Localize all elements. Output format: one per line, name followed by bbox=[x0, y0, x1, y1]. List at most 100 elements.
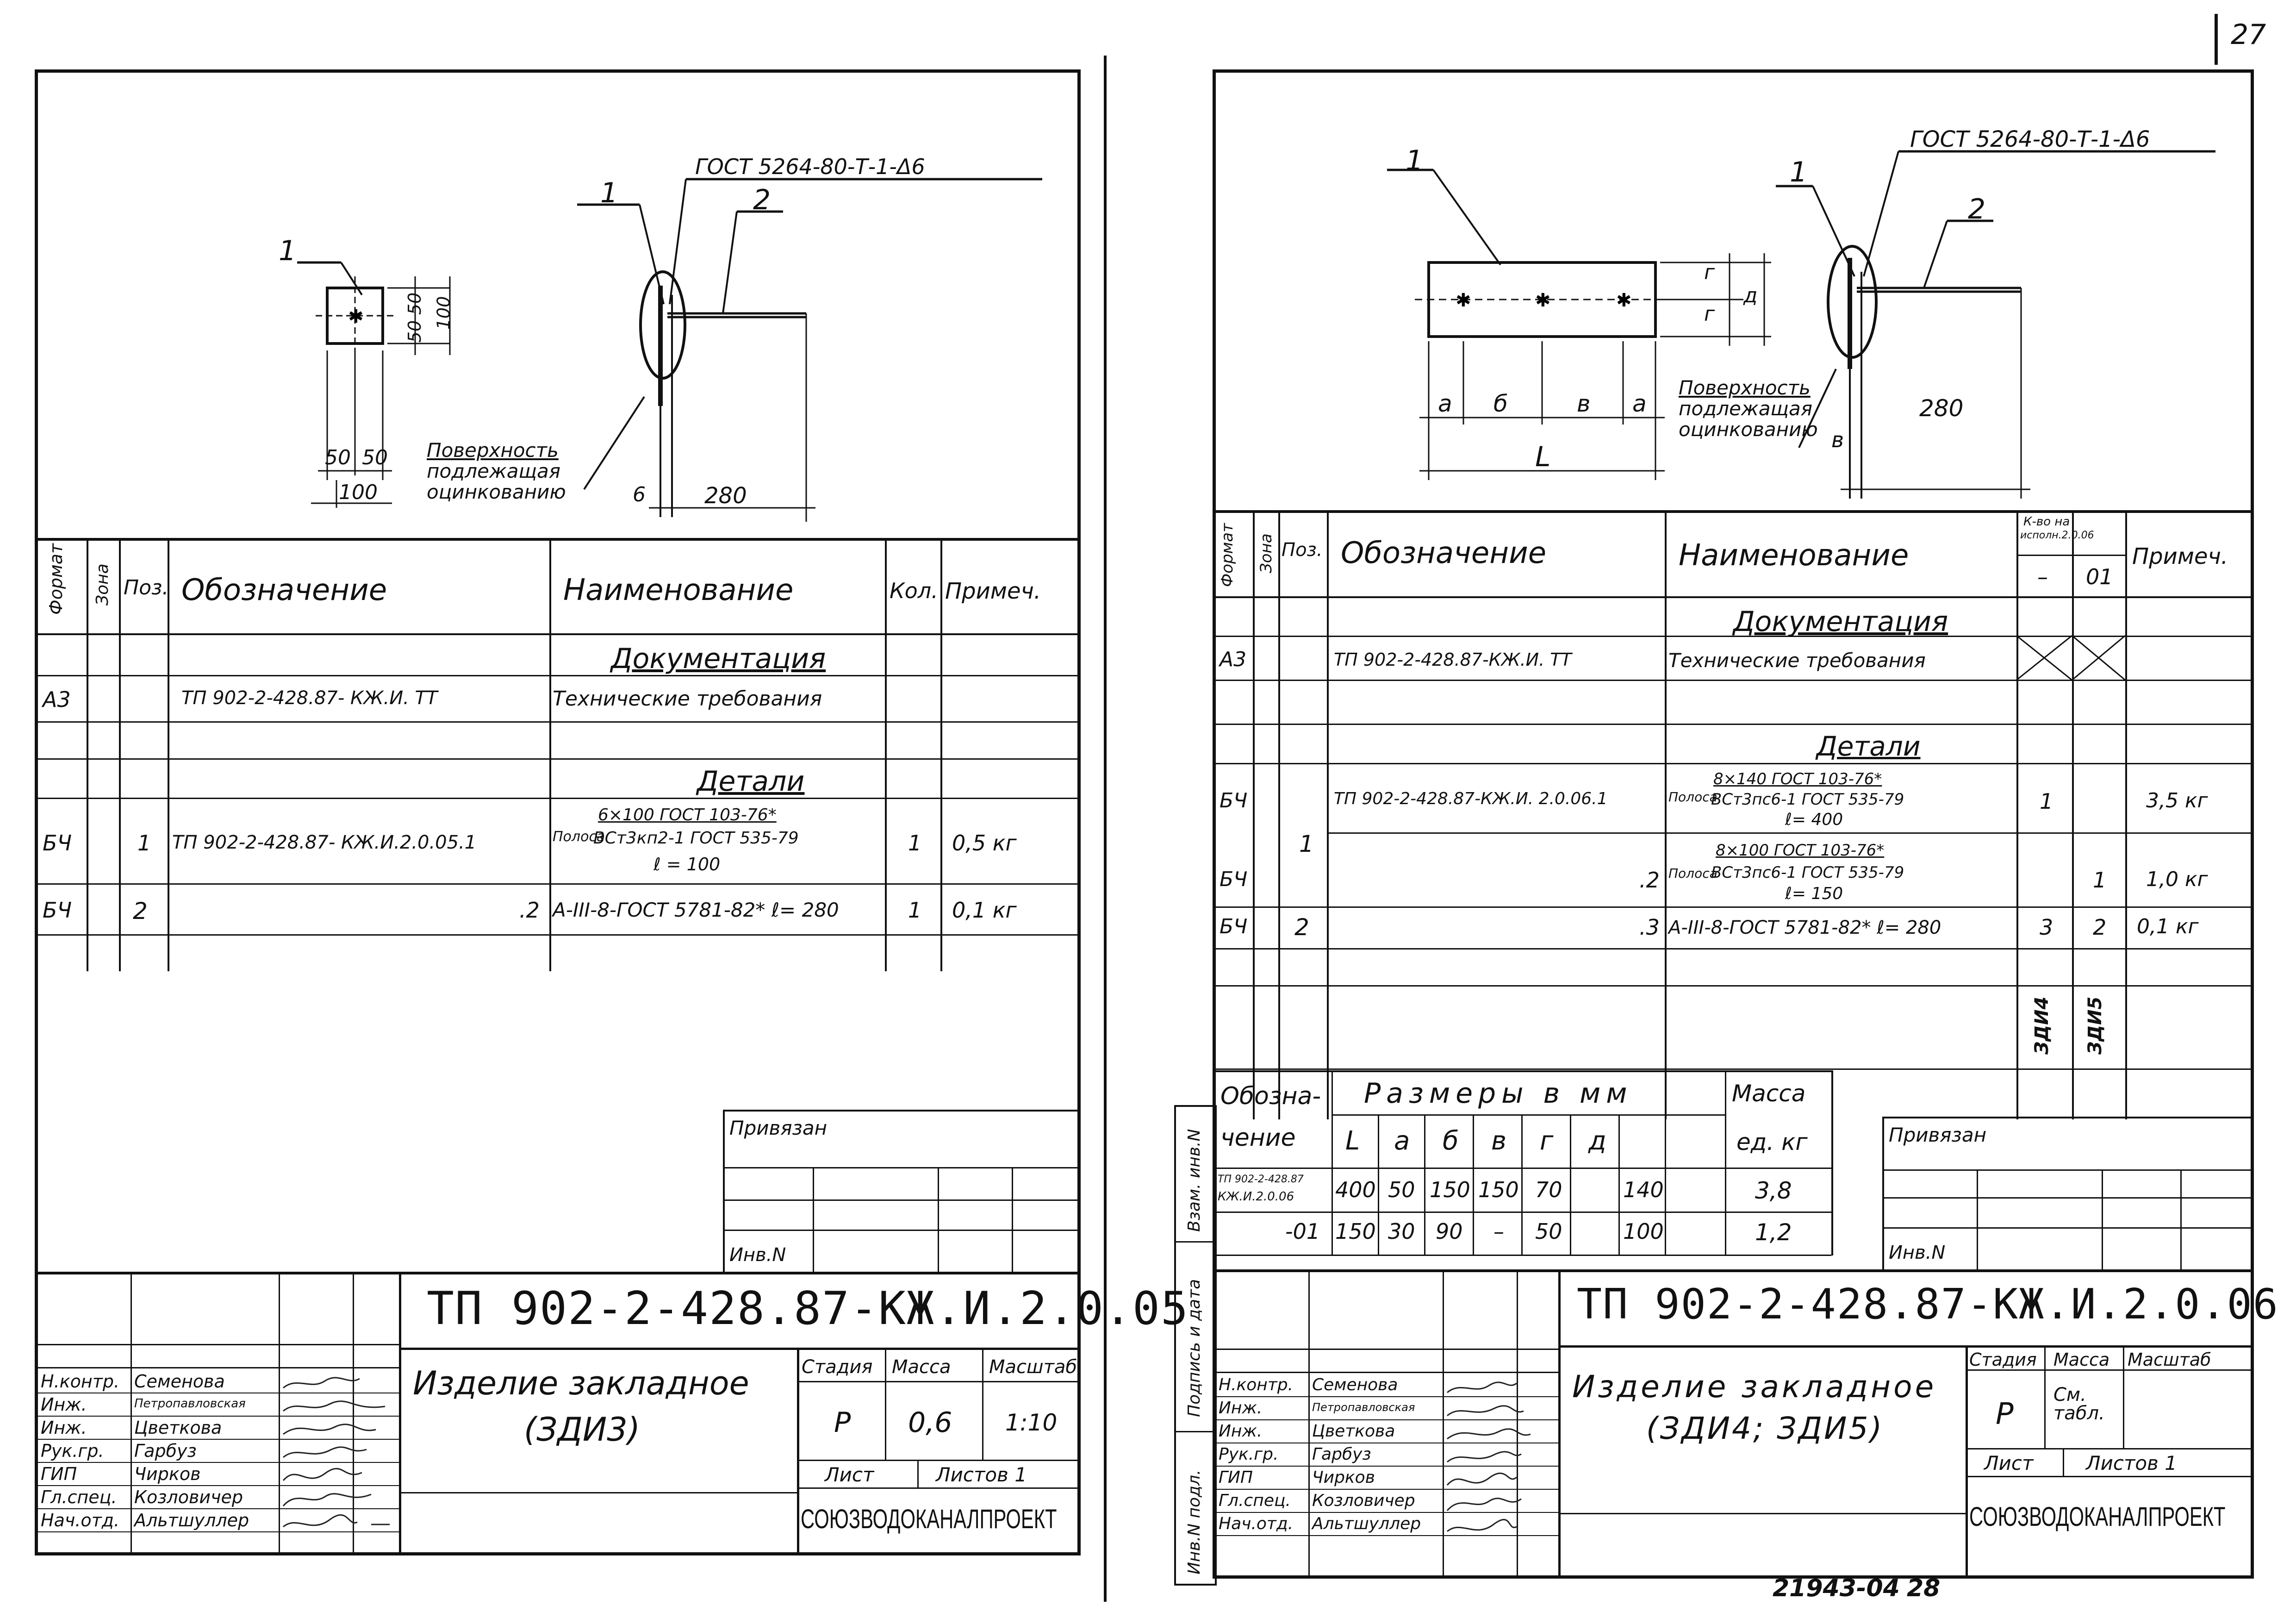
dims-h-sizes: Размеры в мм bbox=[1364, 1077, 1633, 1110]
left-staff-name-0: Семенова bbox=[134, 1371, 225, 1392]
dims-r1-d: 140 bbox=[1623, 1177, 1664, 1202]
left-gost-weld: ГОСТ 5264-80-Т-1-Δ6 bbox=[695, 154, 925, 179]
right-leader-pos2: 2 bbox=[1968, 193, 1986, 225]
left-h-format: Формат bbox=[46, 543, 66, 615]
left-row2-name-prefix: Полоса bbox=[553, 829, 605, 845]
right-variant-1: ЗДИ4 bbox=[2031, 996, 2053, 1055]
left-h-designation: Обозначение bbox=[181, 573, 387, 607]
right-dims-table: Обозна- чение Размеры в мм Масса ед. кг … bbox=[1216, 1070, 1833, 1256]
dims-r1-v: 150 bbox=[1478, 1177, 1519, 1202]
right-title-name: Изделие закладное bbox=[1572, 1369, 1937, 1405]
archive-page: 28 bbox=[1907, 1574, 1941, 1602]
right-staff-role-0: Н.контр. bbox=[1219, 1375, 1294, 1394]
left-sheet: ✱ 1 1 2 ГОСТ 5264-80-Т-1-Δ6 bbox=[35, 69, 1188, 1555]
right-row3-name-prefix: Полоса bbox=[1668, 866, 1717, 881]
svg-text:✱: ✱ bbox=[1616, 290, 1632, 311]
left-sheets-h: Листов 1 bbox=[936, 1463, 1027, 1486]
svg-text:✱: ✱ bbox=[1535, 290, 1551, 311]
left-title-block: ТП 902-2-428.87-КЖ.И.2.0.05 Изделие закл… bbox=[38, 1272, 1188, 1555]
right-sheet: ✱ ✱ ✱ 1 1 2 ГОСТ 5264-80-Т-1-Δ6 а bbox=[1174, 69, 2278, 1586]
right-row4-q2: 2 bbox=[2093, 915, 2107, 940]
dims-r2-mass: 1,2 bbox=[1755, 1219, 1792, 1246]
left-h-note: Примеч. bbox=[945, 578, 1041, 604]
right-staff-role-3: Рук.гр. bbox=[1219, 1445, 1279, 1464]
left-staff-name-3: Гарбуз bbox=[134, 1441, 197, 1461]
left-staff-name-6: Альтшуллер bbox=[134, 1510, 249, 1530]
right-dim-v2: в bbox=[1831, 427, 1844, 452]
left-drawing-border bbox=[38, 538, 1077, 541]
right-signatures bbox=[1446, 1381, 1531, 1532]
right-h-qty-top2: исполн.2.0.06 bbox=[2020, 530, 2094, 541]
left-mass: 0,6 bbox=[908, 1406, 952, 1439]
dims-r2-name1: -01 bbox=[1285, 1219, 1320, 1244]
right-org: СОЮЗВОДОКАНАЛПРОЕКТ bbox=[1969, 1502, 2226, 1532]
right-drawing: ✱ ✱ ✱ bbox=[1387, 150, 2215, 499]
dims-col-a: а bbox=[1394, 1126, 1410, 1156]
left-row1-name: Технические требования bbox=[553, 687, 822, 711]
right-mass: См. табл. bbox=[2053, 1384, 2105, 1424]
left-row3-designation: .2 bbox=[519, 898, 540, 923]
left-staff-role-5: Гл.спец. bbox=[41, 1487, 117, 1507]
right-mass-h: Масса bbox=[2053, 1349, 2110, 1370]
right-note-line2: подлежащая bbox=[1679, 397, 1813, 420]
right-dim-b: б bbox=[1493, 390, 1508, 417]
left-row3-format: БЧ bbox=[43, 898, 72, 923]
left-dim-50-side: 50 bbox=[404, 320, 425, 343]
right-staff-name-0: Семенова bbox=[1312, 1375, 1398, 1394]
right-staff-name-5: Козловичер bbox=[1312, 1491, 1415, 1510]
right-row3-format: БЧ bbox=[1220, 868, 1248, 891]
left-row2-note: 0,5 кг bbox=[952, 831, 1017, 856]
dims-col-d: д bbox=[1588, 1126, 1606, 1156]
right-row4-designation: .3 bbox=[1639, 915, 1660, 940]
right-staff-role-2: Инж. bbox=[1219, 1422, 1263, 1441]
right-staff-role-5: Гл.спец. bbox=[1219, 1491, 1291, 1510]
left-privyazan-block: Привязан Инв.N bbox=[723, 1110, 1079, 1274]
left-section-docs: Документация bbox=[610, 643, 826, 675]
dims-r2-a: 30 bbox=[1388, 1219, 1415, 1244]
dims-r2-g: 50 bbox=[1535, 1219, 1562, 1244]
dims-col-b: б bbox=[1443, 1126, 1459, 1156]
left-h-qty: Кол. bbox=[890, 578, 938, 603]
right-variant-2: ЗДИ5 bbox=[2084, 996, 2106, 1055]
left-note-line2: подлежащая bbox=[427, 460, 561, 482]
left-row3-pos: 2 bbox=[133, 898, 148, 924]
right-note-line3: оцинкованию bbox=[1679, 418, 1818, 441]
right-sheet-h: Лист bbox=[1984, 1452, 2034, 1474]
right-title-sub: (ЗДИ4; ЗДИ5) bbox=[1646, 1411, 1884, 1446]
right-row4-pos: 2 bbox=[1294, 914, 1309, 941]
left-staff-name-2: Цветкова bbox=[134, 1418, 222, 1438]
right-row4-name: А-III-8-ГОСТ 5781-82* ℓ= 280 bbox=[1668, 917, 1941, 938]
right-row4-format: БЧ bbox=[1220, 915, 1248, 938]
right-spec-table: Формат Зона Поз. Обозначение Наименовани… bbox=[1216, 513, 2251, 1119]
right-dim-a1: а bbox=[1438, 390, 1452, 417]
right-row2-name-len: ℓ= 400 bbox=[1785, 810, 1843, 829]
right-row2-designation: ТП 902-2-428.87-КЖ.И. 2.0.06.1 bbox=[1334, 789, 1608, 808]
left-staff-role-2: Инж. bbox=[41, 1418, 87, 1438]
dims-r1-g: 70 bbox=[1535, 1177, 1562, 1202]
dims-r1-name2: КЖ.И.2.0.06 bbox=[1218, 1190, 1294, 1204]
left-spec-table: Формат Зона Поз. Обозначение Наименовани… bbox=[38, 541, 1077, 971]
right-side-stamp: Взам. инв.N Подпись и дата Инв.N подл. bbox=[1174, 1105, 1217, 1586]
right-note-line1: Поверхность bbox=[1679, 376, 1811, 399]
dims-r2-L: 150 bbox=[1335, 1219, 1376, 1244]
left-scale: 1:10 bbox=[1005, 1409, 1058, 1436]
dims-col-v: в bbox=[1491, 1126, 1507, 1156]
right-stage-h: Стадия bbox=[1969, 1349, 2037, 1370]
right-drawing-border bbox=[1216, 510, 2251, 513]
left-row2-pos: 1 bbox=[137, 831, 151, 856]
right-title-block: ТП 902-2-428.87-КЖ.И.2.0.06 Изделие закл… bbox=[1216, 1269, 2278, 1578]
left-h-name: Наименование bbox=[563, 573, 794, 607]
left-note-line1: Поверхность bbox=[427, 439, 559, 462]
left-row2-name-top: 6×100 ГОСТ 103-76* bbox=[598, 806, 777, 824]
left-row2-format: БЧ bbox=[43, 831, 72, 856]
left-dim-50-side2: 50 bbox=[404, 292, 425, 315]
right-row3-q2: 1 bbox=[2093, 868, 2107, 893]
dims-col-L: L bbox=[1345, 1126, 1360, 1156]
right-leader-pos1: 1 bbox=[1406, 144, 1424, 177]
right-row4-q1: 3 bbox=[2040, 915, 2053, 940]
left-staff-role-3: Рук.гр. bbox=[41, 1441, 104, 1461]
svg-text:✱: ✱ bbox=[1456, 290, 1471, 311]
left-sheet-h: Лист bbox=[825, 1463, 874, 1486]
right-staff-name-6: Альтшуллер bbox=[1312, 1514, 1421, 1533]
left-dim-6: 6 bbox=[633, 483, 646, 506]
